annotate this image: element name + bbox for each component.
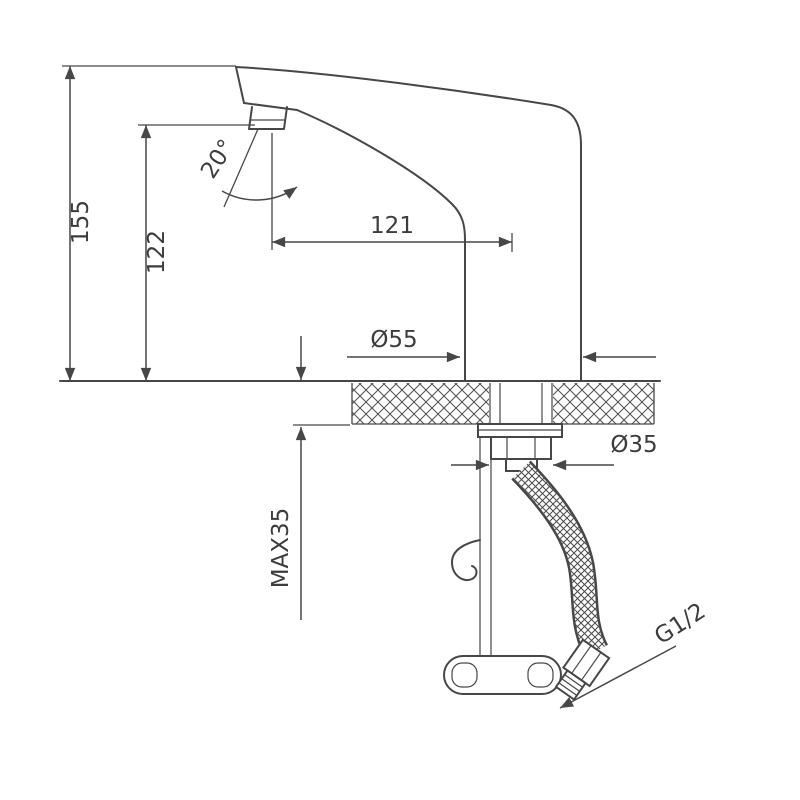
- dimension-max-thickness: MAX35: [268, 336, 350, 620]
- dimension-label-122: 122: [144, 230, 170, 274]
- cable-hook: [451, 539, 481, 581]
- connector-nut-facet2: [571, 645, 592, 674]
- leader-line-g12: [559, 645, 677, 709]
- hose-connector: [554, 638, 611, 701]
- dimension-label-155: 155: [68, 200, 94, 244]
- dimension-spout-height: 122: [138, 124, 255, 381]
- thread-line-2: [561, 678, 581, 692]
- dimension-label-121: 121: [370, 213, 414, 239]
- aerator-outlet: [248, 106, 288, 130]
- spout-tip-edge: [235, 66, 245, 104]
- thread-line-1: [564, 674, 583, 688]
- counter-hatch-left: [352, 383, 489, 424]
- hose-braid: [513, 462, 606, 657]
- dimension-spout-reach: 121: [271, 133, 513, 252]
- dimension-total-height: 155: [62, 65, 236, 381]
- mounting-shank: [477, 383, 563, 472]
- countertop-section: [59, 380, 661, 425]
- dimension-label-d55: Ø55: [370, 327, 417, 353]
- faucet-body-outline: [235, 66, 582, 382]
- bracket-slot-right: [527, 662, 554, 688]
- dimension-label-d35: Ø35: [610, 432, 657, 458]
- connector-nut-facet1: [580, 652, 602, 681]
- thread-line-3: [558, 682, 578, 696]
- supply-hose: [511, 460, 609, 658]
- bracket-slot-left: [451, 662, 478, 688]
- fixing-nut: [490, 436, 552, 460]
- body-front-edge: [296, 109, 466, 382]
- dimension-label-20deg: 20°: [196, 135, 240, 183]
- spout-top-edge: [235, 66, 582, 382]
- dimension-label-max35: MAX35: [268, 508, 294, 589]
- spout-underside-tip: [243, 102, 298, 111]
- dimension-label-g12: G1/2: [650, 598, 710, 650]
- dimension-spray-angle: 20°: [196, 128, 298, 208]
- counter-hatch-right: [553, 383, 654, 424]
- fixing-rod-assembly: [443, 437, 562, 695]
- dimension-base-diameter: Ø55: [347, 327, 656, 363]
- dimension-shank-diameter: Ø35: [451, 432, 658, 471]
- mounting-bracket: [443, 655, 562, 695]
- angle-arc: [221, 186, 298, 201]
